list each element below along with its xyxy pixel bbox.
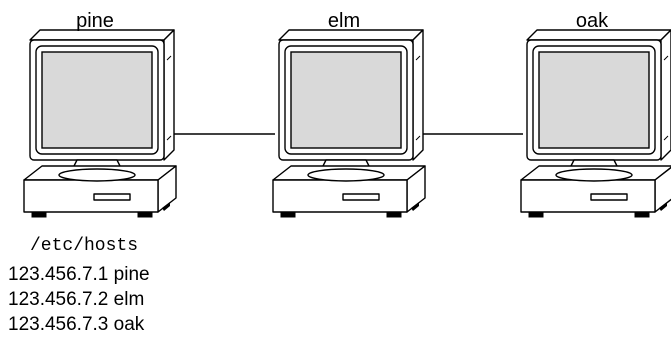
- case-foot-left: [280, 211, 296, 218]
- monitor-vent-line: [663, 135, 669, 141]
- case-front: [520, 179, 656, 213]
- drive-slot: [93, 193, 131, 201]
- hosts-entry-oak: 123.456.7.3 oak: [8, 314, 145, 335]
- monitor-vent-line: [166, 55, 172, 61]
- monitor-vent-line: [415, 55, 421, 61]
- host-label-oak: oak: [575, 10, 609, 32]
- monitor-stand-base-front: [555, 168, 633, 182]
- case-foot-left: [31, 211, 47, 218]
- monitor-screen: [538, 51, 650, 149]
- case-foot-left: [528, 211, 544, 218]
- hosts-entry-pine: 123.456.7.1 pine: [8, 264, 150, 285]
- host-label-elm: elm: [327, 10, 361, 32]
- monitor-screen: [41, 51, 153, 149]
- drive-slot: [590, 193, 628, 201]
- monitor-side-face: [660, 29, 671, 161]
- case-foot-right: [634, 211, 650, 218]
- drive-slot: [342, 193, 380, 201]
- monitor-screen: [290, 51, 402, 149]
- computer-oak: [520, 29, 671, 218]
- case-foot-right: [386, 211, 402, 218]
- computer-pine: [23, 29, 177, 218]
- case-front: [272, 179, 408, 213]
- monitor-vent-line: [663, 55, 669, 61]
- monitor-side-face: [412, 29, 424, 161]
- hosts-file-title: /etc/hosts: [30, 236, 139, 256]
- case-foot-right: [137, 211, 153, 218]
- computer-elm: [272, 29, 426, 218]
- computers: [23, 29, 671, 218]
- monitor-side-face: [163, 29, 175, 161]
- case-foot-back: [162, 202, 170, 211]
- monitor-vent-line: [166, 135, 172, 141]
- case-foot-back: [411, 202, 419, 211]
- monitor-stand-base-front: [307, 168, 385, 182]
- host-label-pine: pine: [76, 10, 114, 32]
- hosts-file-entries: 123.456.7.1 pine 123.456.7.2 elm 123.456…: [8, 262, 150, 337]
- monitor-vent-line: [415, 135, 421, 141]
- case-foot-back: [659, 202, 667, 211]
- hosts-entry-elm: 123.456.7.2 elm: [8, 289, 145, 310]
- case-front: [23, 179, 159, 213]
- monitor-stand-base-front: [58, 168, 136, 182]
